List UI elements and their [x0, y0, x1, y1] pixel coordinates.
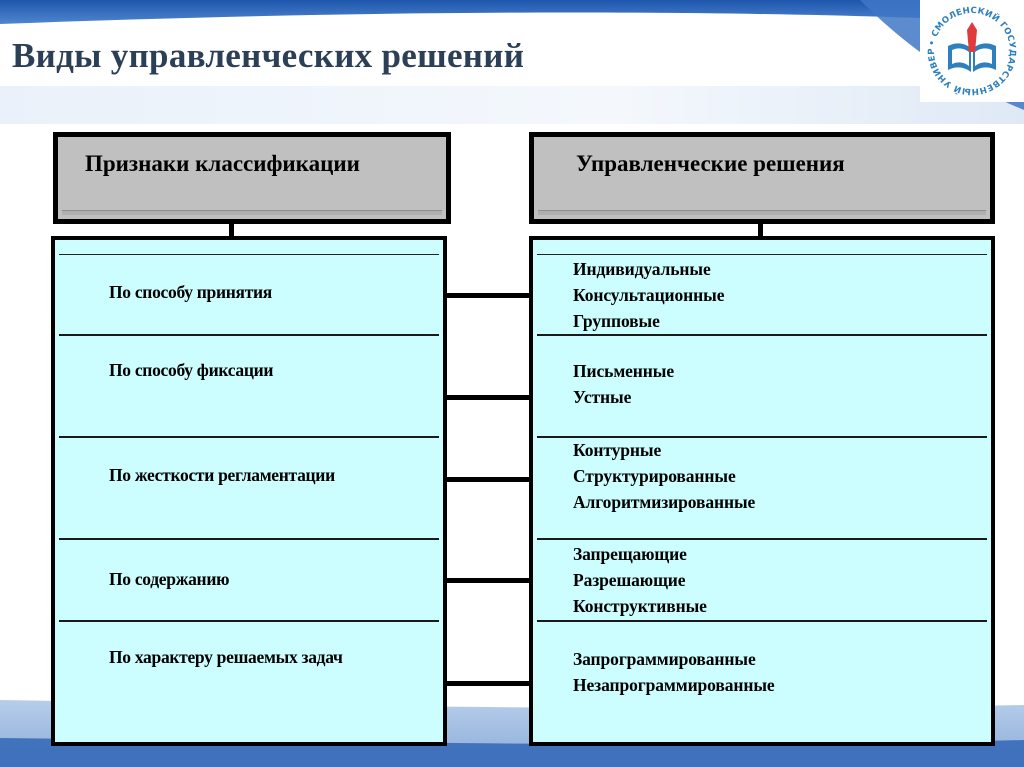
- decision-option: Алгоритмизированные: [573, 492, 756, 512]
- decision-option: Незапрограммированные: [573, 675, 775, 695]
- decision-option: Разрешающие: [573, 570, 686, 590]
- decision-options: Запрограммированные Незапрограммированны…: [573, 646, 775, 698]
- header-management-decisions: Управленческие решения: [529, 132, 995, 224]
- decision-options: Контурные Структурированные Алгоритмизир…: [573, 437, 755, 515]
- criteria-table: По способу принятия По способу фиксации …: [51, 236, 447, 746]
- slide-title: Виды управленческих решений: [12, 36, 525, 75]
- table-inner-line: [537, 254, 987, 255]
- decision-options: Запрещающие Разрешающие Конструктивные: [573, 541, 707, 619]
- row-divider: [537, 334, 987, 336]
- decision-option: Групповые: [573, 311, 660, 331]
- criterion-label: По содержанию: [109, 569, 230, 589]
- header-classification-criteria: Признаки классификации: [53, 132, 451, 224]
- decision-option: Консультационные: [573, 285, 725, 305]
- row-divider: [537, 620, 987, 622]
- decision-options: Индивидуальные Консультационные Групповы…: [573, 256, 724, 334]
- row-divider: [59, 334, 439, 336]
- header-left-label: Признаки классификации: [85, 151, 360, 176]
- row-divider: [59, 620, 439, 622]
- decision-options: Письменные Устные: [573, 358, 674, 410]
- university-logo: • СМОЛЕНСКИЙ ГОСУДАРСТВЕННЫЙ УНИВЕРСИТЕТ…: [920, 0, 1024, 102]
- header-connector-left: [229, 224, 234, 238]
- row-connector: [447, 578, 529, 583]
- row-connector: [447, 681, 529, 686]
- criterion-label: По жесткости регламентации: [109, 465, 335, 485]
- criterion-label: По характеру решаемых задач: [109, 647, 343, 667]
- row-connector: [447, 395, 529, 400]
- decision-option: Устные: [573, 387, 632, 407]
- table-inner-line: [59, 254, 439, 255]
- header-right-label: Управленческие решения: [576, 151, 845, 176]
- decision-option: Конструктивные: [573, 596, 707, 616]
- decision-option: Запрограммированные: [573, 649, 756, 669]
- open-book-icon: [948, 22, 996, 72]
- decision-option: Контурные: [573, 440, 662, 460]
- row-connector: [447, 477, 529, 482]
- decision-option: Запрещающие: [573, 544, 687, 564]
- row-divider: [59, 436, 439, 438]
- decision-option: Структурированные: [573, 466, 736, 486]
- row-divider: [537, 538, 987, 540]
- row-divider: [59, 538, 439, 540]
- decision-option: Письменные: [573, 361, 675, 381]
- decisions-table: Индивидуальные Консультационные Групповы…: [529, 236, 995, 746]
- row-divider: [537, 436, 987, 438]
- header-connector-right: [758, 224, 763, 238]
- criterion-label: По способу фиксации: [109, 360, 274, 380]
- decision-option: Индивидуальные: [573, 259, 711, 279]
- row-connector: [447, 293, 529, 298]
- criterion-label: По способу принятия: [109, 282, 272, 302]
